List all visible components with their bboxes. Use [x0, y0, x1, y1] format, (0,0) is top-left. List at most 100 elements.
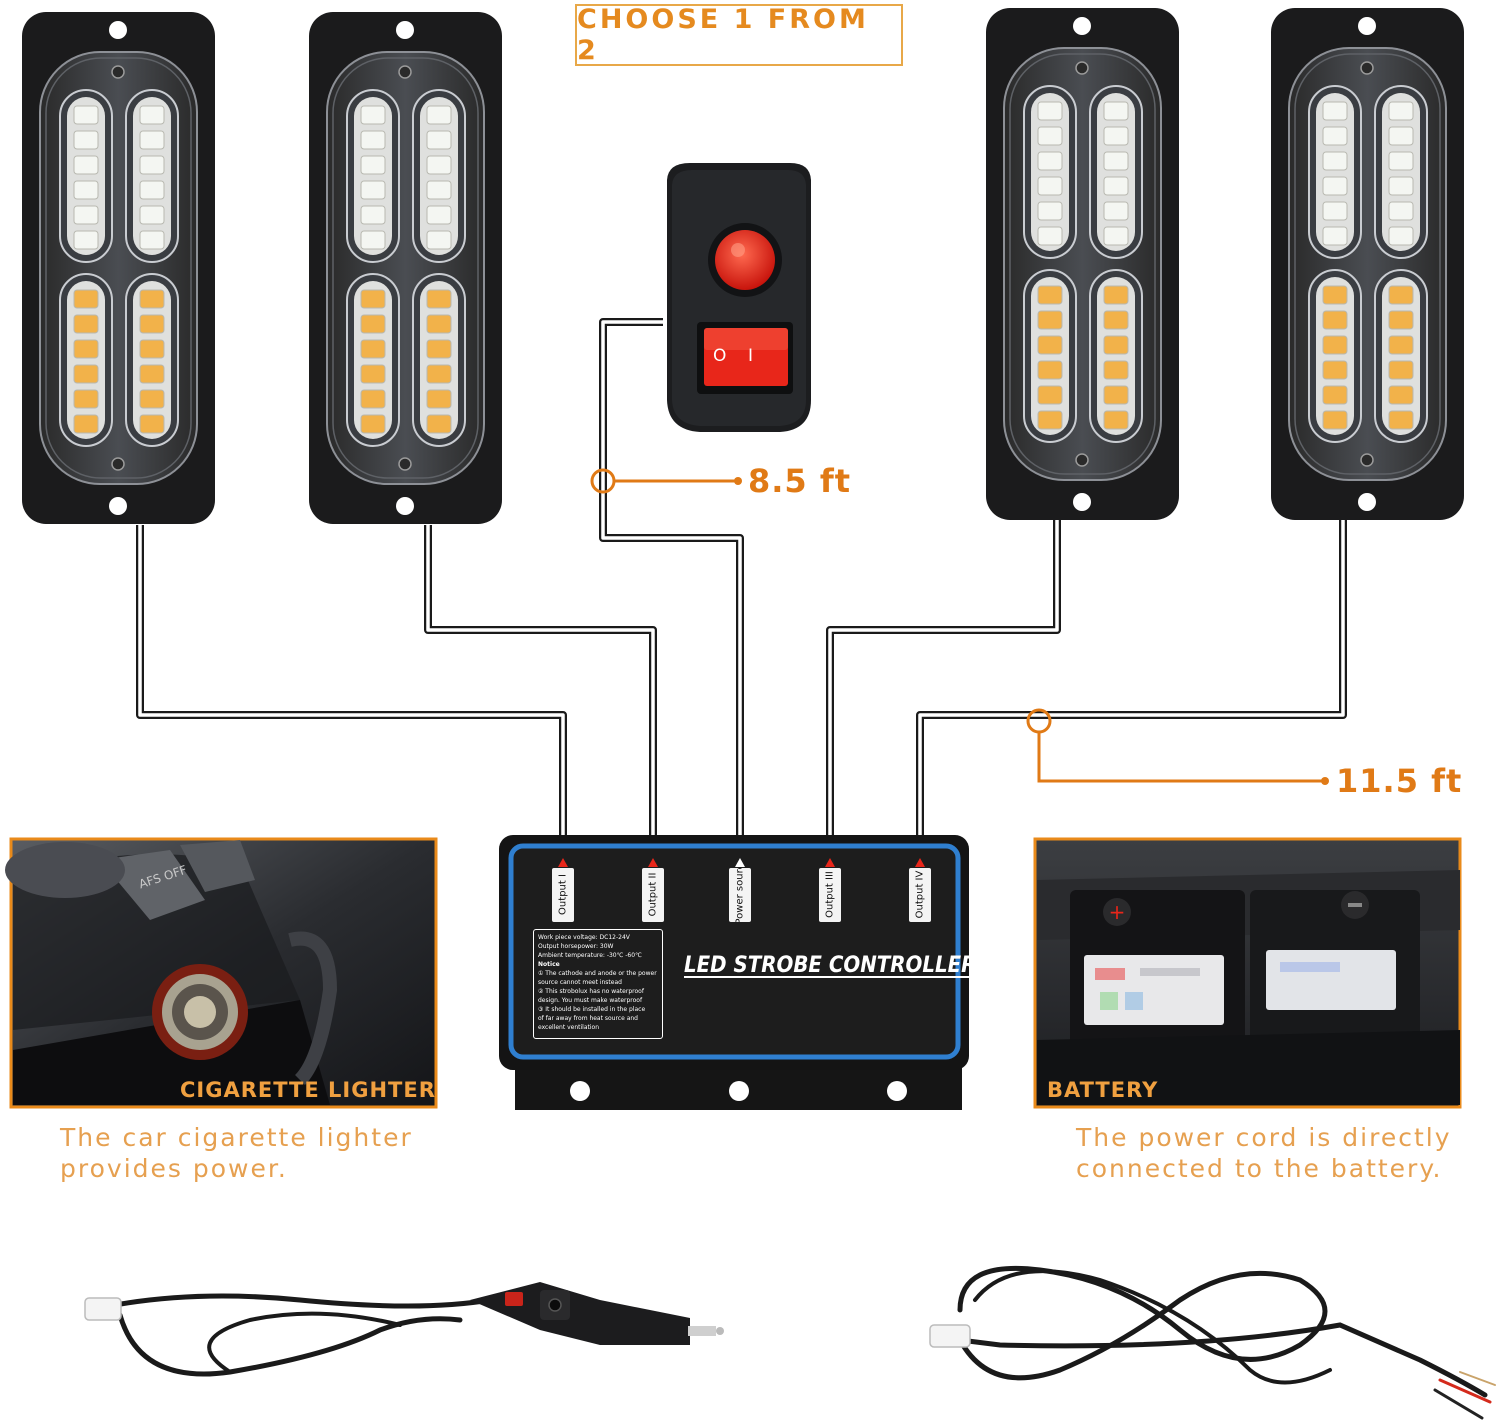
led-chip-icon	[1322, 101, 1348, 121]
mount-hole-icon	[1073, 493, 1091, 511]
switch-off-symbol: O	[713, 346, 727, 366]
led-chip-icon	[360, 130, 386, 150]
light-cable-length: 11.5 ft	[1336, 762, 1463, 800]
spec-line: excellent ventilation	[538, 1024, 600, 1031]
led-chip-icon	[1103, 360, 1129, 380]
led-chip-icon	[1103, 201, 1129, 221]
led-chip-icon	[73, 230, 99, 250]
led-chip-icon	[1103, 101, 1129, 121]
battery-label: BATTERY	[1047, 1078, 1159, 1102]
led-chip-icon	[1103, 285, 1129, 305]
led-chip-icon	[73, 314, 99, 334]
led-chip-icon	[73, 155, 99, 175]
led-chip-icon	[1037, 335, 1063, 355]
led-chip-icon	[73, 414, 99, 434]
led-chip-icon	[1322, 335, 1348, 355]
led-chip-icon	[139, 314, 165, 334]
strobe-light-head	[986, 8, 1179, 520]
mount-hole-icon	[1073, 17, 1091, 35]
led-chip-icon	[1388, 310, 1414, 330]
mount-hole-icon	[729, 1081, 749, 1101]
led-chip-icon	[426, 205, 452, 225]
led-chip-icon	[426, 105, 452, 125]
led-chip-icon	[1322, 126, 1348, 146]
led-chip-icon	[73, 289, 99, 309]
led-chip-icon	[426, 389, 452, 409]
led-chip-icon	[1103, 226, 1129, 246]
led-chip-icon	[360, 289, 386, 309]
led-chip-icon	[1103, 126, 1129, 146]
led-chip-icon	[1037, 176, 1063, 196]
led-chip-icon	[426, 155, 452, 175]
led-chip-icon	[426, 339, 452, 359]
led-chip-icon	[1037, 385, 1063, 405]
led-chip-icon	[360, 314, 386, 334]
led-chip-icon	[139, 339, 165, 359]
led-chip-icon	[426, 180, 452, 200]
spec-line: ② This strobolux has no waterproof	[538, 988, 644, 995]
led-chip-icon	[73, 364, 99, 384]
spec-line: ① The cathode and anode or the power	[538, 970, 657, 977]
strobe-controller-box	[499, 835, 969, 1110]
led-chip-icon	[139, 205, 165, 225]
led-chip-icon	[73, 130, 99, 150]
port-arrow-icon	[735, 858, 745, 867]
battery-photo: +	[1033, 837, 1462, 1109]
led-chip-icon	[139, 230, 165, 250]
led-chip-icon	[360, 230, 386, 250]
led-chip-icon	[73, 339, 99, 359]
led-chip-icon	[426, 314, 452, 334]
cigarette-lighter-label: CIGARETTE LIGHTER	[180, 1078, 436, 1102]
cigarette-plug-icon	[470, 1282, 724, 1345]
led-chip-icon	[1037, 285, 1063, 305]
led-chip-icon	[1037, 201, 1063, 221]
cigarette-lighter-photo	[5, 837, 438, 1109]
mount-hole-icon	[1358, 493, 1376, 511]
strobe-light-head	[309, 12, 502, 524]
spec-line: source cannot meet instead	[538, 979, 622, 986]
controller-port: Output III	[819, 858, 841, 924]
rocker-toggle: O I	[713, 344, 753, 368]
spec-line: of far away from heat source and	[538, 1015, 638, 1022]
led-chip-icon	[1037, 126, 1063, 146]
led-chip-icon	[360, 414, 386, 434]
led-chip-icon	[1037, 226, 1063, 246]
led-chip-icon	[1388, 410, 1414, 430]
battery-cable	[929, 1265, 1496, 1420]
port-label: Output IV	[914, 870, 926, 919]
light-cable-length-marker	[1026, 708, 1329, 785]
battery-minus-icon	[1348, 903, 1362, 907]
led-chip-icon	[426, 364, 452, 384]
controller-port: Power source	[729, 858, 751, 924]
spec-line: Output horsepower: 30W	[538, 943, 614, 950]
led-chip-icon	[426, 289, 452, 309]
led-chip-icon	[1388, 226, 1414, 246]
led-chip-icon	[360, 180, 386, 200]
controller-port: Output IV	[909, 858, 931, 924]
led-chip-icon	[1037, 360, 1063, 380]
led-chip-icon	[1388, 201, 1414, 221]
led-chip-icon	[73, 105, 99, 125]
led-chip-icon	[1388, 335, 1414, 355]
port-label: Output III	[824, 871, 836, 918]
led-chip-icon	[1103, 385, 1129, 405]
strobe-light-head	[22, 12, 215, 524]
mount-hole-icon	[1358, 17, 1376, 35]
led-chip-icon	[426, 230, 452, 250]
led-chip-icon	[360, 105, 386, 125]
port-arrow-icon	[915, 858, 925, 867]
led-chip-icon	[1037, 410, 1063, 430]
led-chip-icon	[1103, 410, 1129, 430]
cigarette-lighter-caption: The car cigarette lighter provides power…	[60, 1123, 413, 1183]
switch-cable-length-marker	[590, 468, 742, 494]
led-chip-icon	[1103, 335, 1129, 355]
led-chip-icon	[139, 180, 165, 200]
led-chip-icon	[1322, 151, 1348, 171]
spec-line: design. You must make waterproof	[538, 997, 643, 1004]
led-chip-icon	[1322, 201, 1348, 221]
led-chip-icon	[139, 389, 165, 409]
led-chip-icon	[1388, 151, 1414, 171]
led-chip-icon	[1388, 101, 1414, 121]
strobe-lights	[22, 8, 1464, 524]
